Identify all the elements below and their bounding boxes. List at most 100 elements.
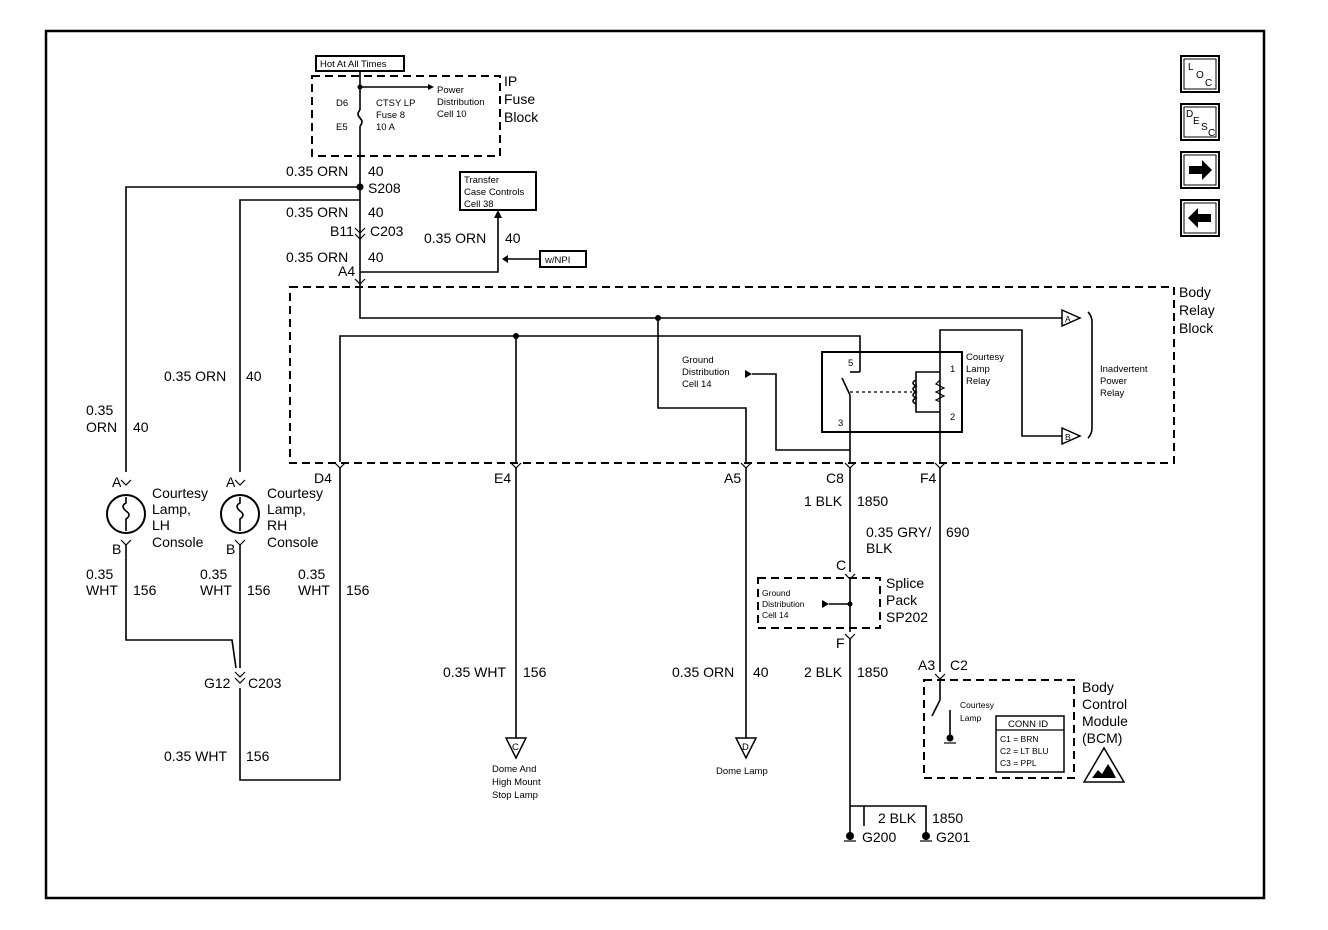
transfer-case-arrow: [494, 210, 502, 218]
courtesy-relay-label-3: Relay: [966, 376, 991, 387]
wire-orn-rh: 0.35 ORN: [164, 368, 226, 384]
b11-label: B11: [330, 223, 354, 239]
a3-label: A3: [918, 657, 935, 673]
console-lamps: 0.35 ORN 40 0.35 ORN 40 A B Courtesy Lam…: [86, 368, 370, 781]
ckt-40-4: 40: [368, 249, 384, 265]
inadvertent-relay-b-terminal: [1061, 426, 1082, 446]
inadvertent-relay-wire: [939, 329, 1062, 437]
splice-pin-c: C: [836, 557, 846, 573]
ground-g201-icon: [920, 826, 932, 842]
lamp-lh-name-2: Lamp,: [152, 501, 191, 517]
inadvertent-relay-label-3: Relay: [1100, 388, 1125, 399]
loc-button[interactable]: L O C: [1180, 55, 1220, 93]
lamp-lh-name-1: Courtesy: [152, 485, 208, 501]
lamp-rh-conn-a: [234, 479, 246, 486]
ckt-40-rh: 40: [246, 368, 262, 384]
relay-switch-arm: [841, 377, 851, 396]
connector-c-triangle: [504, 737, 528, 760]
conn-id-box: [995, 715, 1065, 773]
wire-orn-2: 0.35 ORN: [286, 204, 348, 220]
wire-to-rh-lamp: [239, 199, 360, 472]
relay-coil-symbol: [912, 379, 918, 405]
lamp-rh-pin-b: B: [226, 541, 235, 557]
splice-pin-f: F: [836, 635, 845, 651]
wht-e4: 0.35 WHT: [443, 664, 506, 680]
splice-pack-label-2: Pack: [886, 592, 918, 608]
ground-dist-b-2: Distribution: [762, 599, 805, 609]
ground-split-right: [864, 805, 927, 826]
fuse-label-2: Fuse 8: [376, 110, 405, 121]
transfer-case-label-1: Transfer: [464, 175, 499, 186]
right-arrow-icon: [1189, 160, 1212, 180]
g201-label: G201: [936, 829, 970, 845]
bcm-courtesy-lamp-1: Courtesy: [960, 700, 995, 710]
ground-g200-icon: [844, 826, 856, 842]
loc-c: C: [1205, 78, 1212, 89]
ip-fuse-block-label-2: Fuse: [504, 91, 535, 107]
ckt-40-3: 40: [505, 230, 521, 246]
lamp-lh-name-4: Console: [152, 534, 204, 550]
wire-lh-return: [125, 545, 237, 669]
esd-warning-icon: [1082, 746, 1126, 783]
wire-orn-lh-2: ORN: [86, 419, 117, 435]
desc-c: C: [1208, 128, 1215, 139]
lamp-lh-conn-b: [120, 539, 132, 546]
transfer-case-label-2: Case Controls: [464, 187, 524, 198]
bcm-outline: [923, 679, 1075, 779]
bcm-ground-icon: [946, 734, 954, 742]
body-relay-block-outline: [289, 286, 1175, 464]
connector-c203-top: [354, 227, 366, 240]
diagram-frame: [44, 29, 1266, 900]
transfer-case-box: [459, 171, 537, 211]
ip-fuse-block-outline: [311, 75, 501, 157]
ckt-156-bottom: 156: [246, 748, 270, 764]
ip-fuse-block-label: IP: [504, 73, 517, 89]
connector-c-label: C: [512, 742, 519, 753]
splice-conn-f: [844, 633, 856, 640]
next-button[interactable]: [1180, 151, 1220, 189]
connector-d-triangle: [734, 737, 758, 760]
ckt-156-rh: 156: [247, 582, 271, 598]
lamp-lh-bulb: [106, 494, 146, 534]
pin-a5: A5: [724, 470, 741, 486]
inadvertent-relay-label-1: Inadvertent: [1100, 364, 1148, 375]
power-distribution-arrow: [428, 84, 434, 90]
body-relay-block: Body Relay Block A Ground Distribution C…: [289, 284, 1215, 486]
relay-a-label: A: [1065, 314, 1071, 324]
wht-rh-2: WHT: [200, 582, 232, 598]
desc-e: E: [1193, 116, 1200, 127]
ground-dist-a-arrow: [745, 370, 752, 378]
lamp-rh-name-2: Lamp,: [267, 501, 306, 517]
splice-pack-label-3: SP202: [886, 609, 928, 625]
lamp-lh-filament: [122, 497, 130, 531]
bcm-label-3: Module: [1082, 713, 1128, 729]
desc-button[interactable]: D E S C: [1180, 103, 1220, 141]
ground-dist-b-arrow: [822, 600, 829, 608]
connector-c203-bottom: [234, 671, 246, 684]
fuse-label-3: 10 A: [376, 122, 396, 133]
relay-block-splice-2: [513, 333, 519, 339]
pin-d4: D4: [314, 470, 332, 486]
desc-s: S: [1201, 122, 1208, 133]
power-dist-label-3: Cell 10: [437, 109, 467, 120]
relay-b-label: B: [1065, 432, 1071, 442]
body-relay-label-2: Relay: [1179, 302, 1215, 318]
wire-orn-lh-1: 0.35: [86, 402, 113, 418]
ground-dist-a-1: Ground: [682, 355, 714, 366]
prev-button[interactable]: [1180, 199, 1220, 237]
body-relay-label-3: Block: [1179, 320, 1214, 336]
courtesy-lamp-relay-box: [821, 351, 963, 433]
bcm-circuit: A3 C2 Body Control Module (BCM) Courtesy…: [918, 468, 1128, 783]
ckt-40-a5: 40: [753, 664, 769, 680]
wht-rh-1: 0.35: [200, 566, 227, 582]
ckt-156-e4: 156: [523, 664, 547, 680]
ip-fuse-block-label-3: Block: [504, 109, 539, 125]
gry-blk-1: 0.35 GRY/: [866, 524, 931, 540]
ground-dist-b-3: Cell 14: [762, 610, 789, 620]
loc-l: L: [1188, 62, 1194, 73]
ckt-156-d4: 156: [346, 582, 370, 598]
g12-label: G12: [204, 675, 231, 691]
blk-g: 2 BLK: [878, 810, 917, 826]
inadvertent-relay-bracket: [1087, 311, 1093, 439]
connector-a3: [934, 673, 946, 680]
